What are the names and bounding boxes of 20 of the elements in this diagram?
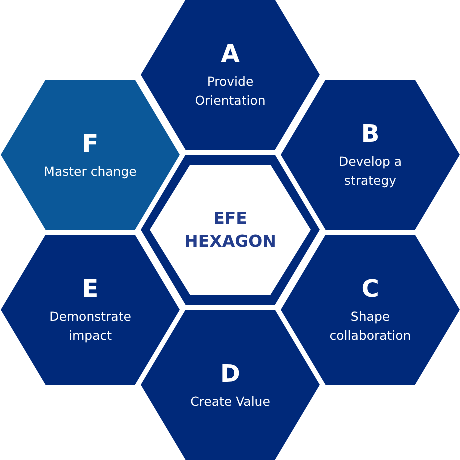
hexagon-tile bbox=[281, 235, 460, 385]
tile-letter: B bbox=[361, 120, 380, 148]
hexagon-tile bbox=[141, 310, 320, 460]
hexagon-tile bbox=[1, 235, 180, 385]
tile-letter: C bbox=[362, 275, 380, 303]
hexagon-tile bbox=[141, 0, 320, 150]
tile-label: Demonstrate impact bbox=[48, 308, 132, 345]
tile-label: Shape collaboration bbox=[328, 308, 412, 345]
tile-label: Provide Orientation bbox=[194, 73, 267, 110]
center-hexagon bbox=[141, 155, 320, 305]
center-title: EFE HEXAGON bbox=[184, 208, 278, 253]
tile-letter: E bbox=[82, 275, 99, 303]
hexagon-tile bbox=[281, 80, 460, 230]
tile-letter: D bbox=[220, 360, 240, 388]
tile-label: Create Value bbox=[190, 392, 270, 410]
tile-letter: A bbox=[221, 40, 240, 68]
tile-label: Develop a strategy bbox=[338, 153, 404, 190]
tile-label: Master change bbox=[44, 162, 137, 180]
tile-letter: F bbox=[82, 130, 99, 158]
hexagon-tile bbox=[1, 80, 180, 230]
